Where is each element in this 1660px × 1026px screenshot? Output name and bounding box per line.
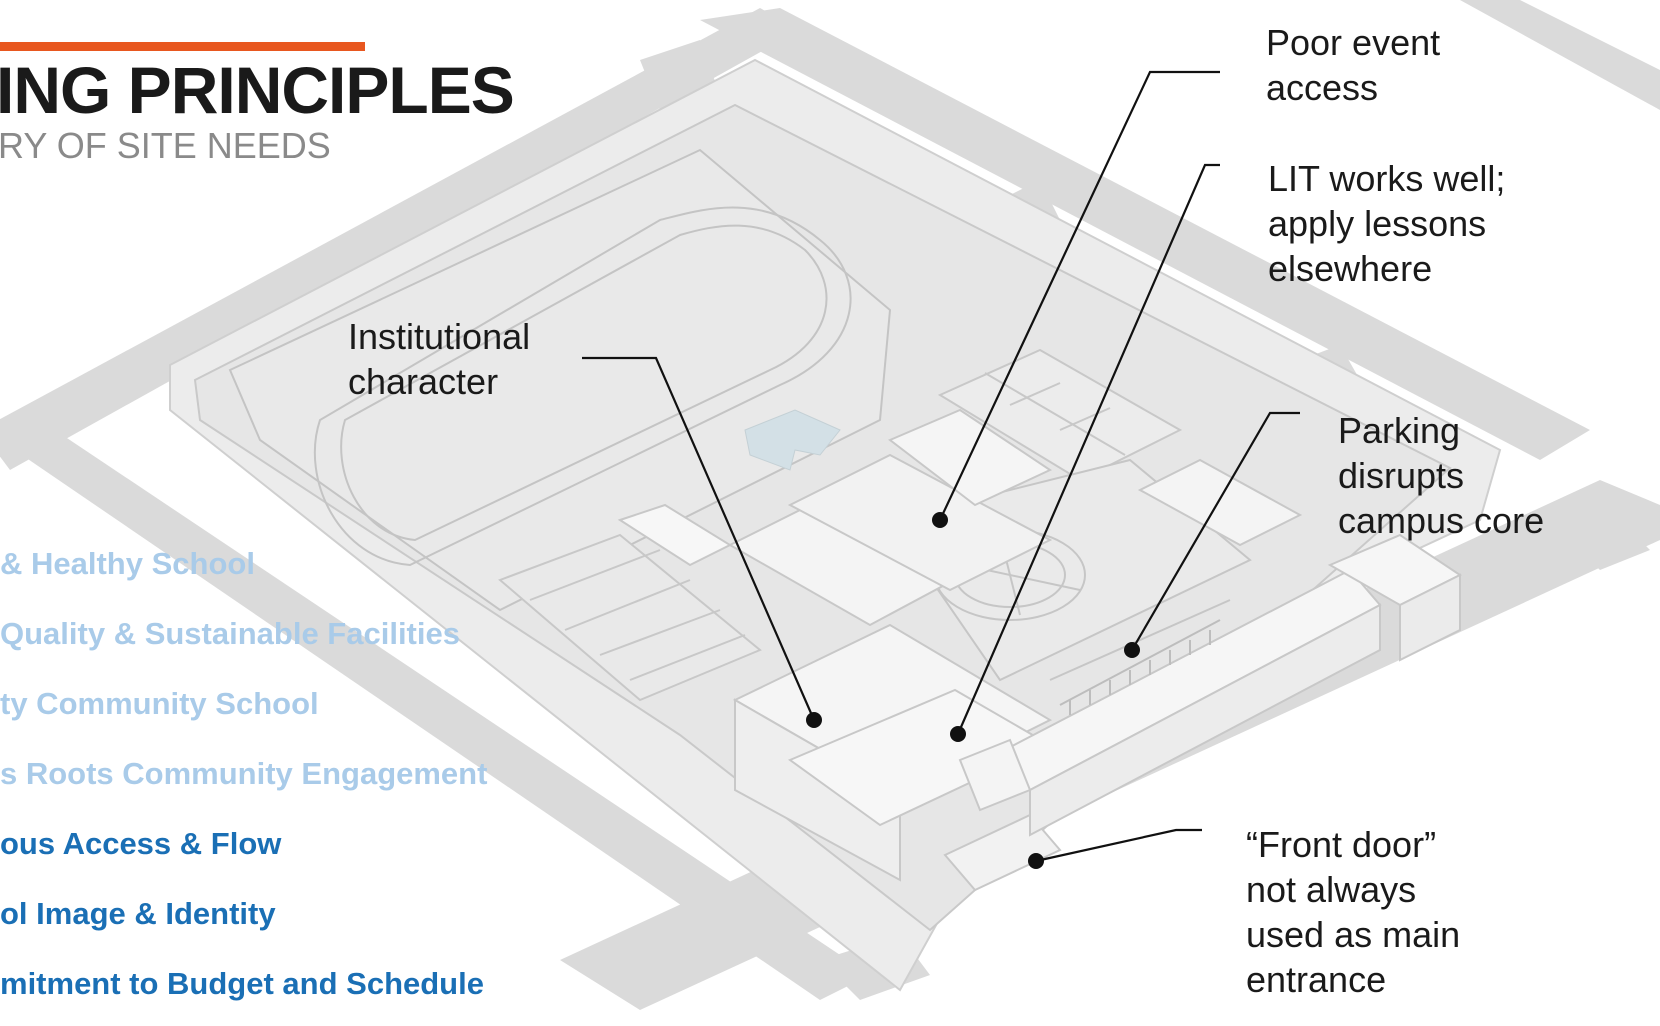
leader-institutional-character <box>582 356 816 721</box>
principle-item: s Roots Community Engagement <box>0 756 488 791</box>
callout-line: Poor event <box>1266 22 1441 63</box>
callout-line: not always <box>1246 869 1417 910</box>
leader-poor-event-access <box>939 70 1220 521</box>
callout-line: character <box>348 361 499 402</box>
leader-lit-works-well <box>956 163 1220 735</box>
callout-dots <box>806 512 1140 869</box>
callout-line: LIT works well; <box>1268 158 1506 199</box>
page-title: ING PRINCIPLES <box>0 53 515 127</box>
callout-line: Parking <box>1338 410 1461 451</box>
callout-poor-event-access: Poor event access <box>1266 20 1440 110</box>
callout-line: used as main <box>1246 914 1461 955</box>
accent-bar <box>0 42 365 51</box>
principle-item: ol Image & Identity <box>0 896 276 931</box>
principle-item: ty Community School <box>0 686 319 721</box>
callout-lit-works-well: LIT works well; apply lessons elsewhere <box>1268 156 1505 291</box>
callout-line: entrance <box>1246 959 1387 1000</box>
parking-stripes <box>1059 619 1221 715</box>
leader-front-door <box>1035 828 1202 863</box>
running-track <box>228 148 892 612</box>
callout-parking: Parking disrupts campus core <box>1338 408 1544 543</box>
callout-leaders <box>582 70 1300 863</box>
principle-item: & Healthy School <box>0 546 255 581</box>
callout-line: disrupts <box>1338 455 1465 496</box>
page-subtitle: RY OF SITE NEEDS <box>0 125 331 166</box>
callout-line: elsewhere <box>1268 248 1433 289</box>
basketball-courts <box>937 348 1183 482</box>
callout-line: Institutional <box>348 316 531 357</box>
callout-front-door: “Front door” not always used as main ent… <box>1246 822 1460 1002</box>
leader-parking <box>1131 411 1300 651</box>
tennis-courts <box>498 533 762 702</box>
pool-area <box>744 409 841 471</box>
principle-item: ous Access & Flow <box>0 826 282 861</box>
callout-institutional-character: Institutional character <box>348 314 530 404</box>
callout-line: apply lessons <box>1268 203 1487 244</box>
callout-line: “Front door” <box>1246 824 1437 865</box>
principle-item: Quality & Sustainable Facilities <box>0 616 460 651</box>
school-buildings <box>617 408 1462 892</box>
callout-line: campus core <box>1338 500 1545 541</box>
callout-line: access <box>1266 67 1379 108</box>
principle-item: mitment to Budget and Schedule <box>0 966 484 1001</box>
